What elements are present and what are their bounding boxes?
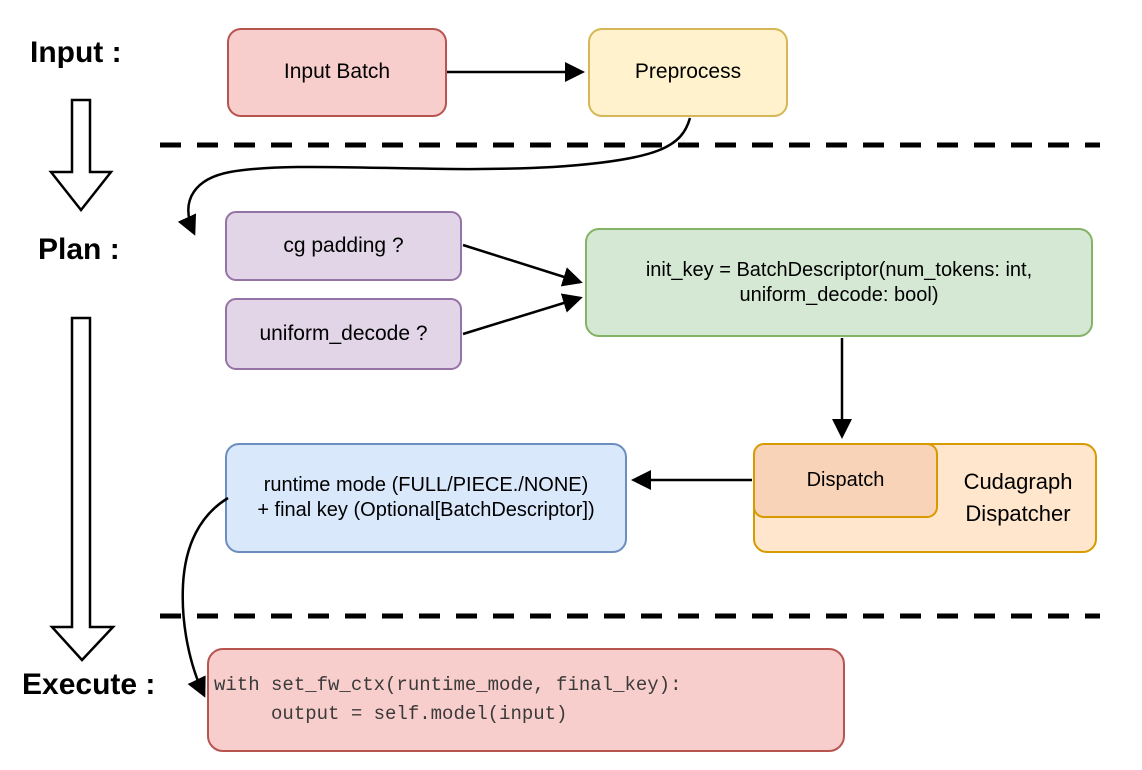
node-uniform-decode: uniform_decode ? — [225, 298, 462, 370]
node-dispatch-label: Dispatch — [806, 469, 885, 491]
hollow-arrow-input-to-plan — [48, 98, 114, 213]
node-cg-padding: cg padding ? — [225, 211, 462, 281]
node-dispatch: Dispatch — [753, 443, 938, 518]
node-input-batch-label: Input Batch — [283, 60, 391, 84]
hollow-arrow-plan-to-execute — [49, 316, 116, 662]
edge-uniformdecode-to-initkey — [462, 293, 583, 336]
cudagraph-dispatcher-label: Cudagraph Dispatcher — [938, 443, 1098, 553]
section-label-input: Input : — [30, 36, 122, 69]
node-runtime-line2: + final key (Optional[BatchDescriptor]) — [257, 499, 595, 521]
edge-cgpadding-to-initkey — [462, 243, 583, 287]
node-preprocess: Preprocess — [588, 28, 788, 117]
section-label-plan: Plan : — [38, 233, 120, 266]
node-init-key-line2: uniform_decode: bool) — [739, 283, 939, 306]
node-input-batch: Input Batch — [227, 28, 447, 117]
node-cg-padding-label: cg padding ? — [283, 233, 404, 257]
section-label-execute: Execute : — [22, 668, 156, 701]
cudagraph-dispatcher-line2: Dispatcher — [965, 501, 1071, 526]
cudagraph-dispatcher-line1: Cudagraph — [963, 469, 1073, 495]
node-runtime-line1: runtime mode (FULL/PIECE./NONE) — [263, 474, 589, 496]
node-runtime-result: runtime mode (FULL/PIECE./NONE) + final … — [225, 443, 627, 553]
node-execute-code: with set_fw_ctx(runtime_mode, final_key)… — [207, 648, 845, 752]
node-uniform-decode-label: uniform_decode ? — [259, 321, 428, 345]
node-init-key: init_key = BatchDescriptor(num_tokens: i… — [585, 228, 1093, 337]
node-preprocess-label: Preprocess — [634, 60, 742, 84]
node-init-key-line1: init_key = BatchDescriptor(num_tokens: i… — [645, 258, 1033, 281]
execute-code-line2: output = self.model(input) — [214, 703, 568, 725]
execute-code-line1: with set_fw_ctx(runtime_mode, final_key)… — [214, 673, 682, 696]
